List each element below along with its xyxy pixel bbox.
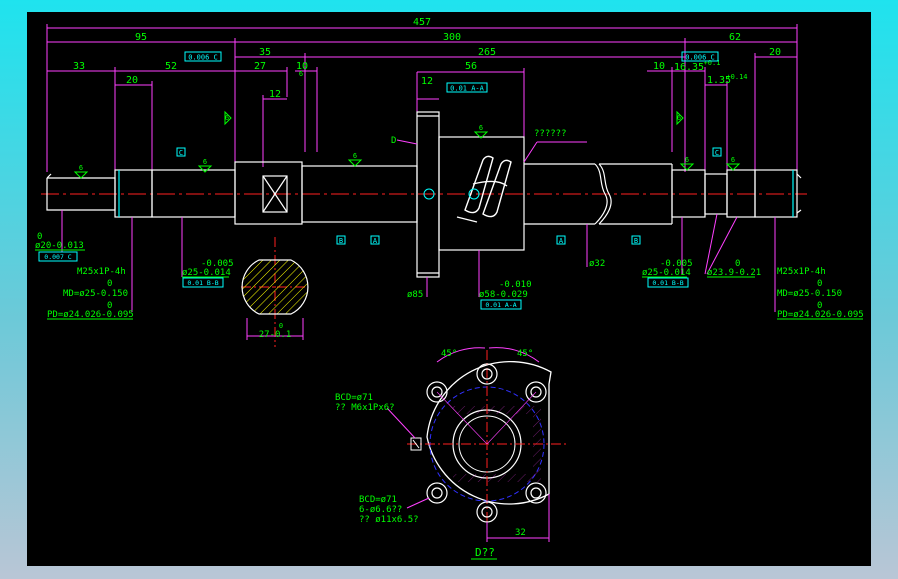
- thread-right-4: 0: [817, 301, 822, 311]
- dim-overall: 457: [413, 17, 431, 28]
- dim-12-flange: 12: [421, 76, 433, 87]
- d25-left-2: ø25-0.014: [182, 268, 231, 278]
- thread-right-3: MD=ø25-0.150: [777, 289, 842, 299]
- frame-left-d20: 0.007 C: [44, 253, 71, 261]
- oil-hole-nut: [468, 188, 480, 200]
- dim-12-key: 12: [269, 89, 281, 100]
- thread-right-5: PD=ø24.026-0.095: [777, 310, 864, 320]
- datum-b-right: B: [634, 237, 638, 245]
- frame-left-d25: 0.01 B-B: [187, 279, 218, 287]
- thread-right-2: 0: [817, 279, 822, 289]
- thread-left-2: 0: [107, 279, 112, 289]
- dim-20-left: 20: [126, 75, 138, 86]
- datum-a-left: A: [373, 237, 378, 245]
- thread-left-4: 0: [107, 301, 112, 311]
- dim-35: 35: [259, 47, 271, 58]
- d25-right-1: -0.005: [660, 259, 693, 269]
- dim-1-35-tol: +0.14: [726, 73, 747, 81]
- roughness-7: 6: [225, 114, 229, 122]
- dim-300: 300: [443, 32, 461, 43]
- thread-left-1: M25x1P-4h: [77, 267, 126, 277]
- bcd1-note: ?? M6x1Px6?: [335, 403, 395, 413]
- runout-left: 0.006 C: [188, 54, 218, 62]
- dim-16-35-tol: +0.1: [704, 59, 721, 67]
- left-d20-top: 0: [37, 232, 42, 242]
- runout-right: 0.006 C: [685, 54, 715, 62]
- roughness-1: 6: [79, 164, 83, 172]
- dim-33: 33: [73, 61, 85, 72]
- roughness-8: 6: [677, 114, 681, 122]
- cad-drawing-viewport[interactable]: 457 95 300 62 35 265 20 33 52 20 27 10 1…: [27, 12, 871, 566]
- leaders: [61, 139, 776, 312]
- nut-d58-2: ø58-0.029: [479, 290, 528, 300]
- dim-265: 265: [478, 47, 496, 58]
- top-dimensions: [46, 24, 798, 172]
- nut-d58-1: -0.010: [499, 280, 532, 290]
- roughness-4: 6: [479, 124, 483, 132]
- oil-hole: [423, 188, 435, 200]
- dim-95: 95: [135, 32, 147, 43]
- roughness-3: 6: [353, 152, 357, 160]
- unknown-note: ??????: [534, 129, 567, 139]
- dim-20-right: 20: [769, 47, 781, 58]
- datum-c-left: C: [179, 149, 183, 157]
- thread-left-5: PD=ø24.026-0.095: [47, 310, 134, 320]
- d239-2: ø23.9-0.21: [707, 268, 761, 278]
- datum-c-right: C: [715, 149, 719, 157]
- ballscrew-drawing: 457 95 300 62 35 265 20 33 52 20 27 10 1…: [35, 17, 864, 560]
- dim-16-35: 16.35: [674, 62, 704, 73]
- d239-1: 0: [735, 259, 740, 269]
- roughness-6: 6: [731, 156, 735, 164]
- datum-markers: C C B A A B: [176, 147, 722, 245]
- roughness-symbols: 6 6 6 6 6 6 6 6 6: [73, 70, 741, 179]
- flange-labels: 45° 45° BCD=ø71 ?? M6x1Px6? BCD=ø71 6-ø6…: [335, 349, 533, 559]
- tolerance-frames-top: 0.006 C 0.006 C 0.01 A-A: [184, 51, 719, 93]
- d-mark: D: [391, 136, 396, 146]
- tolerance-frames-bottom: 0.007 C 0.01 B-B 0.01 A-A 0.01 B-B: [38, 251, 689, 310]
- thread-right-1: M25x1P-4h: [777, 267, 826, 277]
- left-d20: ø20-0.013: [35, 241, 84, 251]
- bcd2-note1: 6-ø6.6??: [359, 505, 402, 515]
- bcd2-note2: ?? ø11x6.5?: [359, 515, 419, 525]
- dim-56: 56: [465, 61, 477, 72]
- key-section-view: 0 27-0.1: [241, 237, 309, 347]
- roughness-9: 6: [299, 70, 303, 78]
- frame-right-d25: 0.01 B-B: [652, 279, 683, 287]
- dim-27: 27: [254, 61, 266, 72]
- dim-10-left: 10: [296, 61, 308, 72]
- flange-d85: ø85: [407, 290, 423, 300]
- datum-b-left: B: [339, 237, 343, 245]
- shaft-outline: [46, 111, 802, 278]
- angle-right: 45°: [517, 349, 533, 359]
- section-27: 27-0.1: [259, 330, 292, 340]
- d25-left-1: -0.005: [201, 259, 234, 269]
- datum-a-right: A: [559, 237, 564, 245]
- frame-nut: 0.01 A-A: [485, 301, 516, 309]
- shaft-d32: ø32: [589, 259, 605, 269]
- nut-perp-frame: 0.01 A-A: [450, 85, 485, 93]
- dim-32: 32: [515, 528, 526, 538]
- dim-1-35: 1.35: [707, 75, 731, 86]
- top-dimension-texts: 457 95 300 62 35 265 20 33 52 20 27 10 1…: [73, 17, 781, 100]
- dim-10-right: 10: [653, 61, 665, 72]
- roughness-2: 6: [203, 158, 207, 166]
- flange-end-view: [386, 347, 567, 542]
- nut-return-tube: [456, 155, 512, 223]
- dim-52: 52: [165, 61, 177, 72]
- bcd1: BCD=ø71: [335, 393, 373, 403]
- angle-left: 45°: [441, 349, 457, 359]
- shaft-labels: D ?????? 0 ø20-0.013 M25x1P-4h 0 MD=ø25-…: [35, 129, 864, 320]
- thread-left-3: MD=ø25-0.150: [63, 289, 128, 299]
- roughness-5: 6: [685, 156, 689, 164]
- d25-right-2: ø25-0.014: [642, 268, 691, 278]
- bcd2: BCD=ø71: [359, 495, 397, 505]
- section-27-top: 0: [279, 322, 283, 330]
- dim-62: 62: [729, 32, 741, 43]
- view-label: D??: [475, 546, 495, 559]
